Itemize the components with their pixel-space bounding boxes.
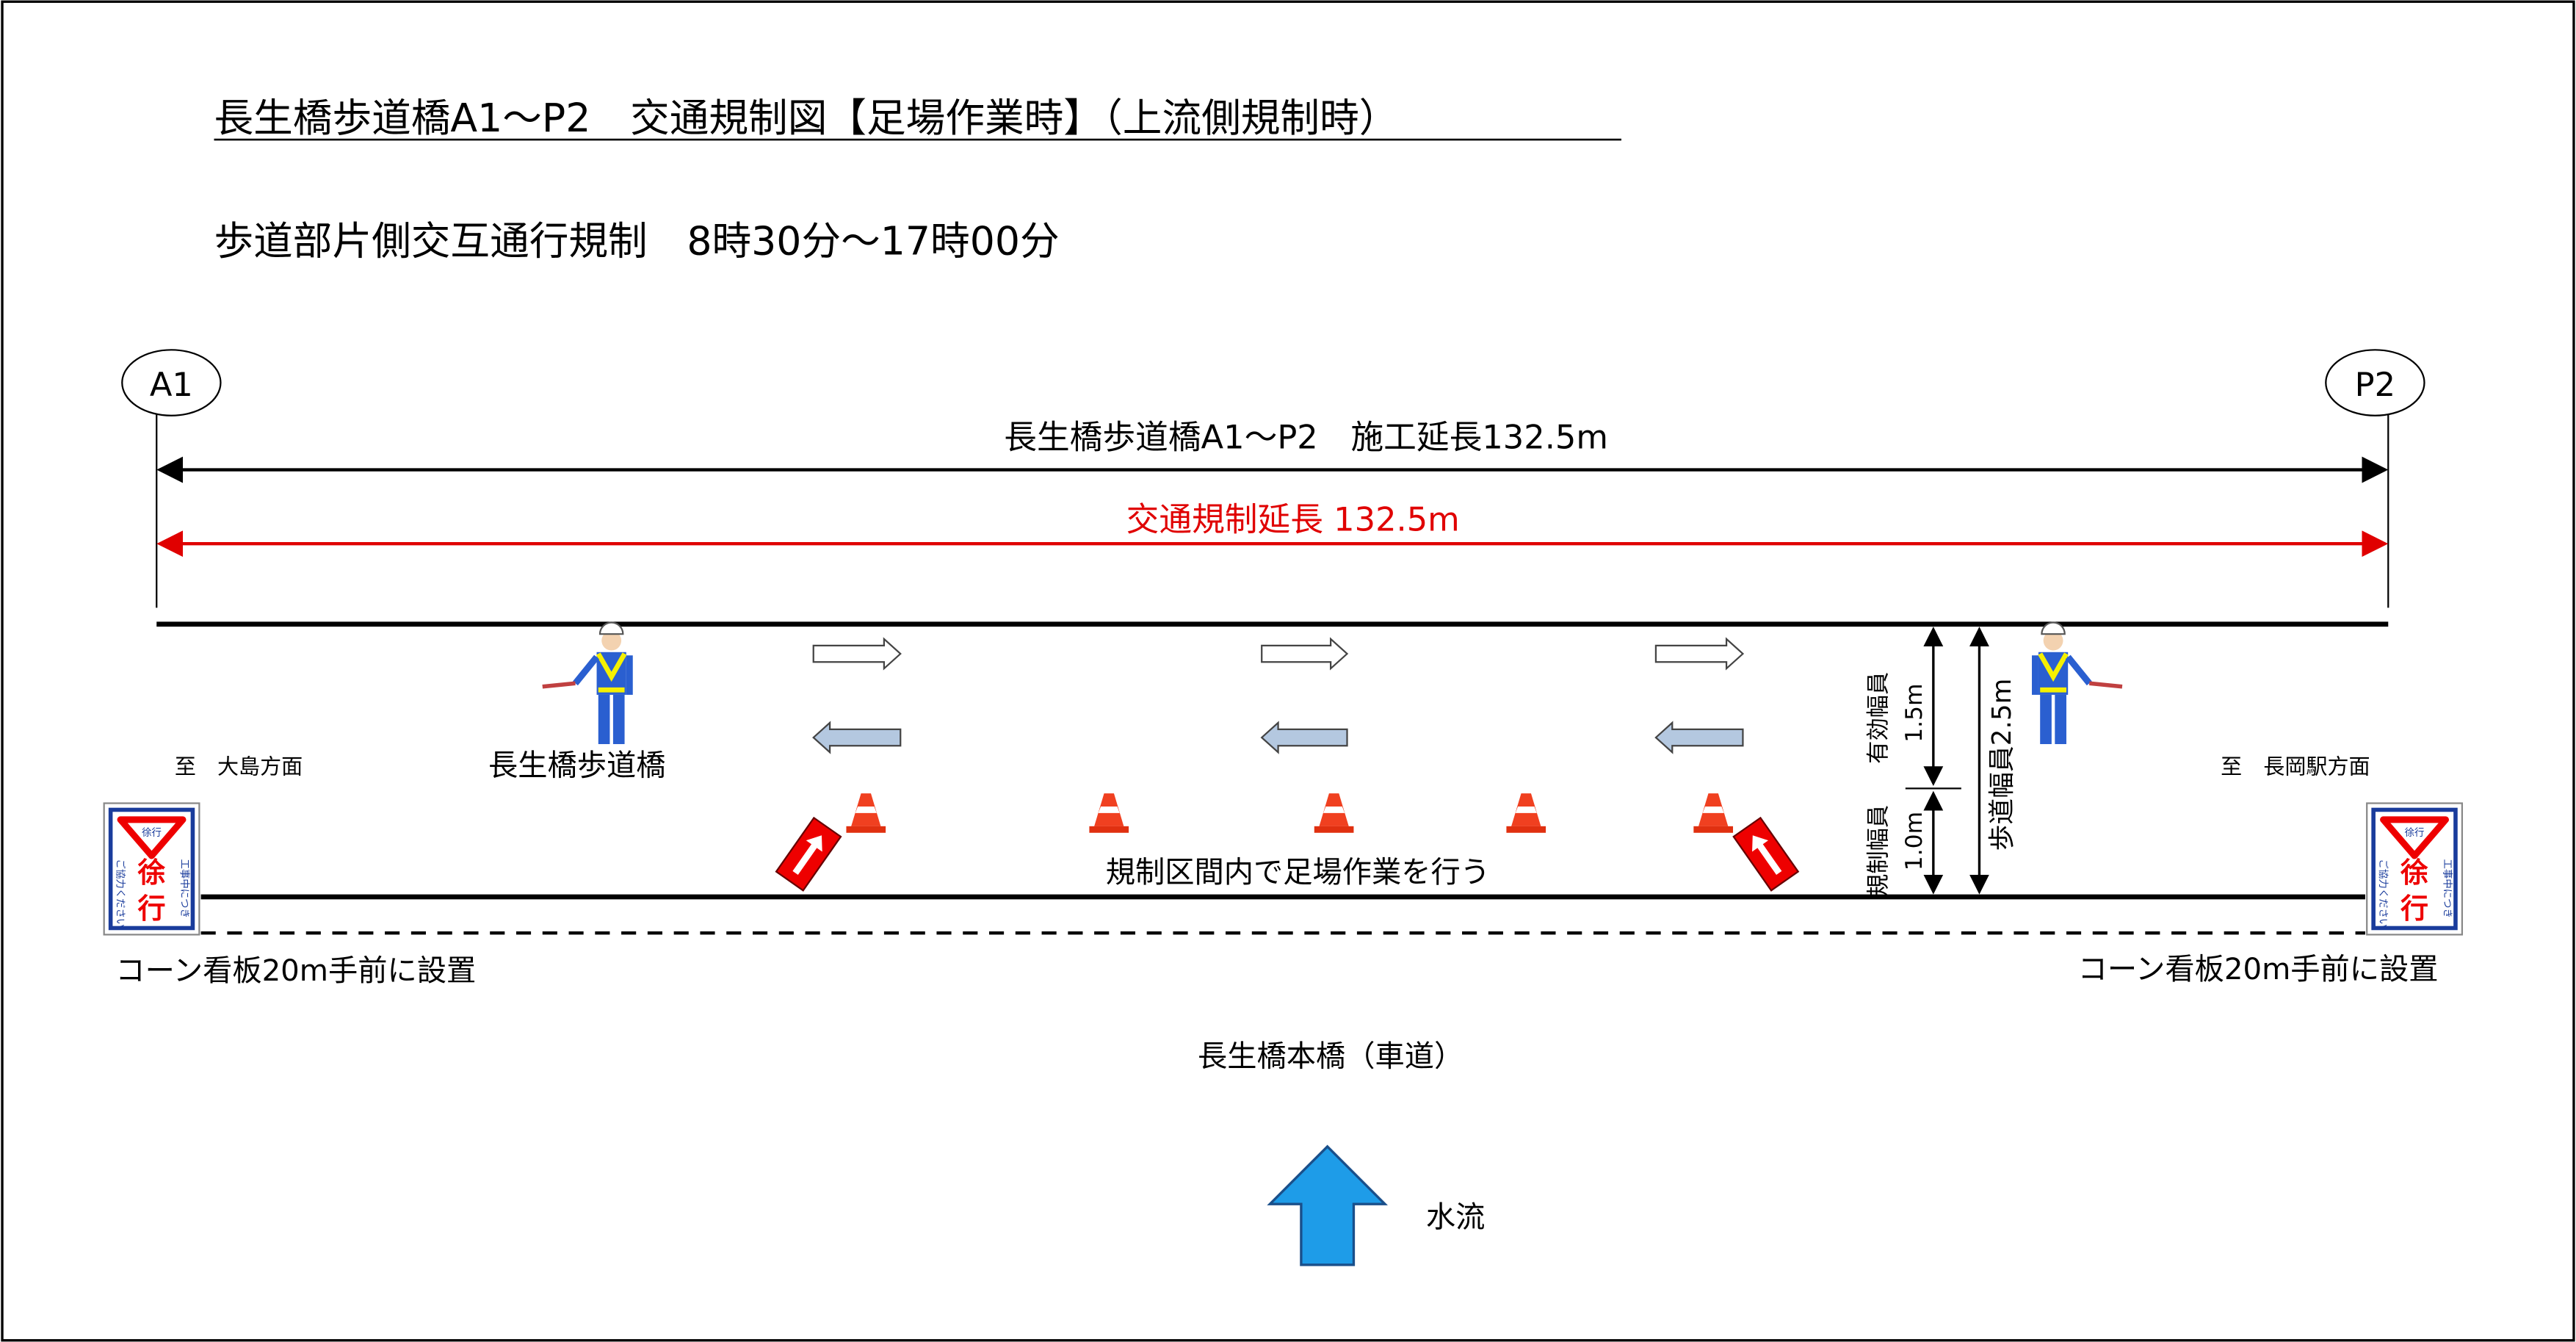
flow-arrows-right xyxy=(812,637,1745,671)
svg-text:ご協力ください: ご協力ください xyxy=(2377,859,2389,928)
point-a1-marker xyxy=(121,349,222,416)
water-flow-label: 水流 xyxy=(1426,1200,1486,1234)
slow-sign-right-icon: 徐行 徐 行 工事中につき ご協力ください xyxy=(2367,804,2462,935)
flow-arrows-left xyxy=(812,721,1744,754)
width-dimensions xyxy=(1905,627,1989,895)
sidewalk-width: 歩道幅員2.5m xyxy=(1987,679,2017,851)
work-note: 規制区間内で足場作業を行う xyxy=(1106,856,1490,890)
direction-right: 至 長岡駅方面 xyxy=(2221,754,2370,779)
sign-note-left: コーン看板20m手前に設置 xyxy=(115,954,476,988)
slow-sign-left-icon: 徐行 徐 行 工事中につき ご協力ください xyxy=(104,804,200,935)
svg-text:行: 行 xyxy=(2400,892,2428,925)
right-arrow-icon xyxy=(812,637,902,671)
title: 長生橋歩道橋A1～P2 交通規制図【足場作業時】（上流側規制時） xyxy=(214,95,1399,141)
point-p2-marker xyxy=(2325,349,2425,416)
arrow-board-right-icon xyxy=(1732,816,1800,892)
bridge-label: 長生橋歩道橋 xyxy=(488,749,666,783)
left-arrow-icon xyxy=(1260,721,1348,754)
svg-text:行: 行 xyxy=(138,892,166,925)
water-flow-arrow-icon xyxy=(1267,1144,1388,1266)
subtitle: 歩道部片側交互通行規制 8時30分～17時00分 xyxy=(214,218,1060,264)
svg-text:ご協力ください: ご協力ください xyxy=(115,859,126,928)
regulation-length: 交通規制延長 132.5m xyxy=(1126,499,1460,538)
left-arrow-icon xyxy=(812,721,902,754)
effective-width-label: 有効幅員 xyxy=(1865,672,1892,764)
point-p2-label: P2 xyxy=(2355,365,2395,404)
arrow-board-left-icon xyxy=(775,816,842,892)
right-arrow-icon xyxy=(1261,637,1349,671)
svg-text:徐行: 徐行 xyxy=(142,827,162,839)
regulated-width-value: 1.0m xyxy=(1901,812,1928,870)
direction-left: 至 大島方面 xyxy=(175,754,303,779)
svg-text:工事中につき: 工事中につき xyxy=(178,859,190,918)
regulated-width-label: 規制幅員 xyxy=(1865,805,1892,897)
effective-width-value: 1.5m xyxy=(1901,684,1928,743)
svg-text:工事中につき: 工事中につき xyxy=(2441,859,2453,918)
svg-text:徐行: 徐行 xyxy=(2405,827,2425,839)
sign-note-right: コーン看板20m手前に設置 xyxy=(2078,953,2439,986)
construction-length: 長生橋歩道橋A1～P2 施工延長132.5m xyxy=(1004,417,1608,456)
left-arrow-icon xyxy=(1654,721,1744,754)
main-bridge-label: 長生橋本橋（車道） xyxy=(1198,1039,1464,1073)
svg-text:徐: 徐 xyxy=(137,856,166,889)
svg-text:徐: 徐 xyxy=(2400,856,2428,889)
right-arrow-icon xyxy=(1654,637,1745,671)
point-a1-label: A1 xyxy=(150,365,193,404)
